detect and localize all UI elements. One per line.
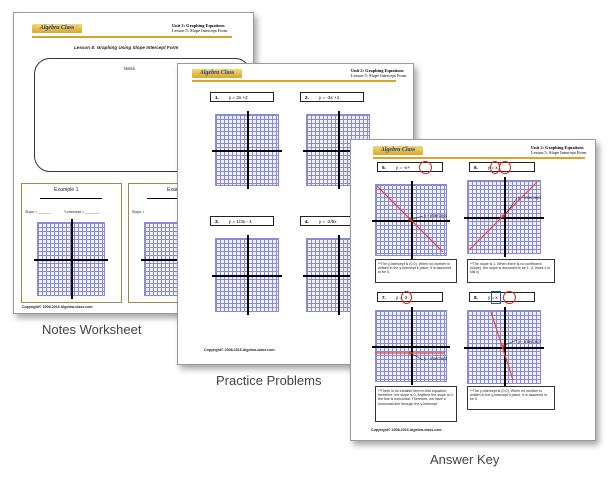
example-1-label: Example 1	[54, 187, 79, 193]
copyright: Copyright© 2008-2016 Algebra-class.com	[371, 428, 442, 432]
answer-7-line	[375, 351, 445, 361]
answer-8-line	[490, 311, 518, 381]
example-1-line	[40, 198, 102, 199]
problem-3-grid	[212, 235, 282, 315]
unit-title: Unit 2: Graphing Equations Lesson 5: Slo…	[531, 145, 587, 155]
answer-8-grid	[464, 307, 544, 387]
problem-1-grid	[212, 111, 282, 189]
problem-3-box: 3.y = 1/3x - 4	[210, 216, 274, 226]
answer-key-caption: Answer Key	[430, 452, 500, 467]
answer-8-yint-label: y - intercept	[518, 339, 541, 344]
header-rule	[373, 157, 585, 159]
answer-6-circle-2	[499, 161, 511, 174]
problem-2-box: 2.y = -3x +1	[300, 92, 364, 102]
answer-8-circle-1	[491, 291, 501, 304]
answer-8-box: 8.y = x	[469, 292, 535, 302]
example-2-label: Exam	[167, 187, 181, 193]
answer-6-yint-label: y - intercept	[518, 195, 541, 200]
slope-label: Slope = ______	[25, 210, 51, 214]
answer-5-circle	[419, 161, 432, 174]
copyright: Copyright© 2008-2016 Algebra-class.com	[204, 348, 275, 352]
answer-6-note: **The slope is 1. When there is no coeff…	[467, 259, 555, 283]
answer-8-note: **The y-intercept is (0,0). When no numb…	[467, 386, 555, 410]
practice-caption: Practice Problems	[216, 373, 322, 388]
unit-title: Unit 2: Graphing Equations Lesson 5: Slo…	[172, 23, 228, 33]
notes-label: Notes	[124, 66, 135, 71]
example-1-grid	[34, 219, 108, 299]
header-rule	[192, 80, 396, 82]
notes-caption: Notes Worksheet	[42, 322, 142, 337]
brand-logo: Algebra Class	[373, 146, 423, 155]
answer-8-circle-2	[503, 291, 516, 304]
header-rule	[32, 36, 232, 38]
slope-label-2: Slope =	[132, 210, 145, 214]
problem-1-box: 1.y = 2x +2	[210, 92, 274, 102]
copyright: Copyright© 2008-2016 Algebra-class.com	[22, 305, 93, 309]
answer-7-yint-label: y - intercept	[424, 356, 447, 361]
example-1-box: Example 1 Slope = ______ Y-intercept = _…	[21, 183, 122, 303]
answer-5-note: **The y-intercept is (0,0). When no numb…	[375, 259, 457, 283]
answer-7-grid	[372, 307, 450, 385]
answer-5-yint-label: y - intercept	[424, 213, 447, 218]
brand-logo: Algebra Class	[32, 24, 82, 33]
intercept-label: Y-intercept = _______	[64, 210, 100, 214]
unit-title: Unit 2: Graphing Equations Lesson 5: Slo…	[351, 68, 407, 78]
answer-5-box: 5.y = -x+	[377, 162, 443, 172]
answer-5-line	[376, 185, 444, 253]
answer-6-line	[468, 181, 538, 251]
answer-7-circle	[401, 291, 412, 304]
answer-7-note: **There is no variable term in this equa…	[375, 386, 457, 422]
brand-logo: Algebra Class	[192, 69, 242, 78]
lesson-title: Lesson 5: Graphing Using Slope Intercept…	[74, 45, 179, 50]
answer-key-worksheet: Algebra Class Unit 2: Graphing Equations…	[350, 139, 596, 441]
